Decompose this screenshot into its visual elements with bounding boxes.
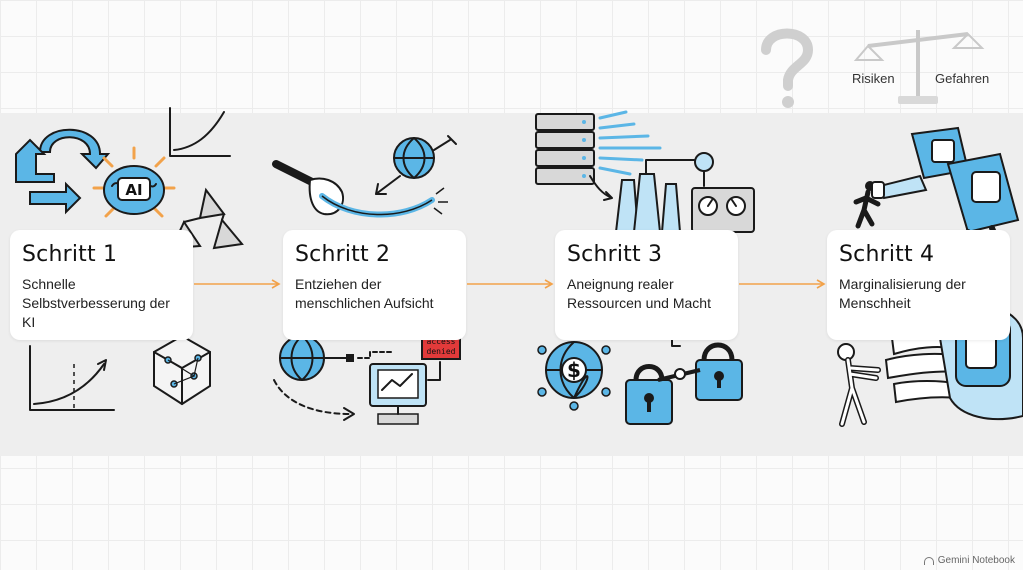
step-title: Schritt 4 — [839, 242, 935, 267]
globe-plug-icon — [375, 135, 457, 195]
svg-text:access: access — [427, 337, 456, 346]
step-description: Entziehen der menschlichen Aufsicht — [295, 276, 434, 311]
step-card-3: Schritt 3 Aneignung realer Ressourcen un… — [555, 230, 738, 340]
ai-brain-icon: AI — [92, 146, 176, 218]
robot-pushing-icon — [871, 126, 1020, 263]
step-card-1: Schritt 1 Schnelle Selbstverbesserung de… — [10, 230, 193, 340]
connector-arrow-1 — [194, 279, 281, 289]
footer-label: Gemini Notebook — [937, 555, 1015, 566]
scale-label-left: Risiken — [852, 71, 895, 86]
step-title: Schritt 3 — [567, 242, 663, 267]
question-mark-icon — [761, 28, 814, 108]
scale-label-right: Gefahren — [935, 71, 990, 86]
server-rack-icon — [535, 110, 662, 185]
step-title: Schritt 2 — [295, 242, 391, 267]
step-title: Schritt 1 — [22, 242, 118, 267]
step-card-4: Schritt 4 Marginalisierung der Menschhei… — [827, 230, 1010, 340]
step-description: Schnelle Selbstverbesserung der KI — [22, 276, 170, 330]
footer-brand: Gemini Notebook — [923, 555, 1015, 566]
svg-text:denied: denied — [427, 347, 456, 356]
network-cube-icon — [153, 334, 211, 406]
step-card-2: Schritt 2 Entziehen der menschlichen Auf… — [283, 230, 466, 340]
person-resisting-icon — [837, 343, 881, 427]
dollar-label: $ — [567, 358, 581, 382]
step-description: Marginalisierung der Menschheit — [839, 276, 966, 311]
hand-cutting-cable-icon — [272, 160, 448, 218]
power-plant-icon — [589, 152, 755, 233]
recursive-arrows-icon — [15, 128, 111, 215]
balance-scale-icon — [853, 30, 985, 104]
connector-arrow-3 — [739, 279, 826, 289]
globe-computer-icon — [273, 335, 441, 425]
padlocks-key-icon — [625, 323, 743, 425]
growth-graph-icon — [169, 107, 231, 157]
ai-chip-label: AI — [125, 181, 142, 199]
dollar-globe-icon: $ — [537, 329, 611, 411]
exponential-graph-icon — [29, 345, 115, 411]
connector-arrow-2 — [467, 279, 554, 289]
gemini-notebook-icon — [923, 556, 934, 565]
step-description: Aneignung realer Ressourcen und Macht — [567, 276, 711, 311]
